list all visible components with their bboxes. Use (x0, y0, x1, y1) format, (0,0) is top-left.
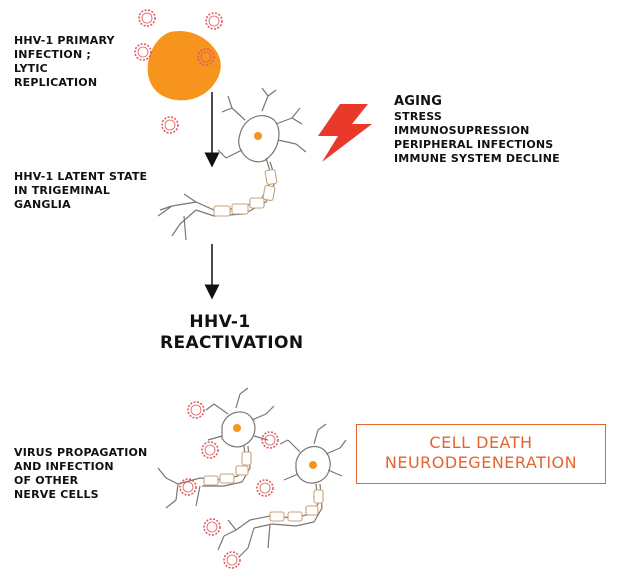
outcome-box: CELL DEATH NEURODEGENERATION (356, 424, 606, 484)
myelin-sheath (213, 169, 278, 217)
infected-cell-blob (147, 30, 221, 101)
latent-state-label: HHV-1 LATENT STATE IN TRIGEMINAL GANGLIA (14, 170, 148, 211)
trigger-lightning-icon (318, 104, 372, 162)
reactivation-label: HHV-1 REACTIVATION (160, 312, 304, 353)
propagation-label: VIRUS PROPAGATION AND INFECTION OF OTHER… (14, 446, 148, 501)
neuron-nucleus (254, 132, 262, 140)
neuron-nucleus-1 (233, 424, 241, 432)
primary-infection-label: HHV-1 PRIMARY INFECTION ; LYTIC REPLICAT… (14, 34, 115, 89)
myelin-sheath-1 (203, 451, 252, 486)
neuron-latent (157, 87, 307, 241)
myelin-sheath-2 (269, 489, 324, 522)
neuron-infected-1 (157, 387, 275, 509)
reactivation-triggers-list: AGING STRESS IMMUNOSUPRESSION PERIPHERAL… (394, 94, 560, 165)
neuron-nucleus-2 (309, 461, 317, 469)
